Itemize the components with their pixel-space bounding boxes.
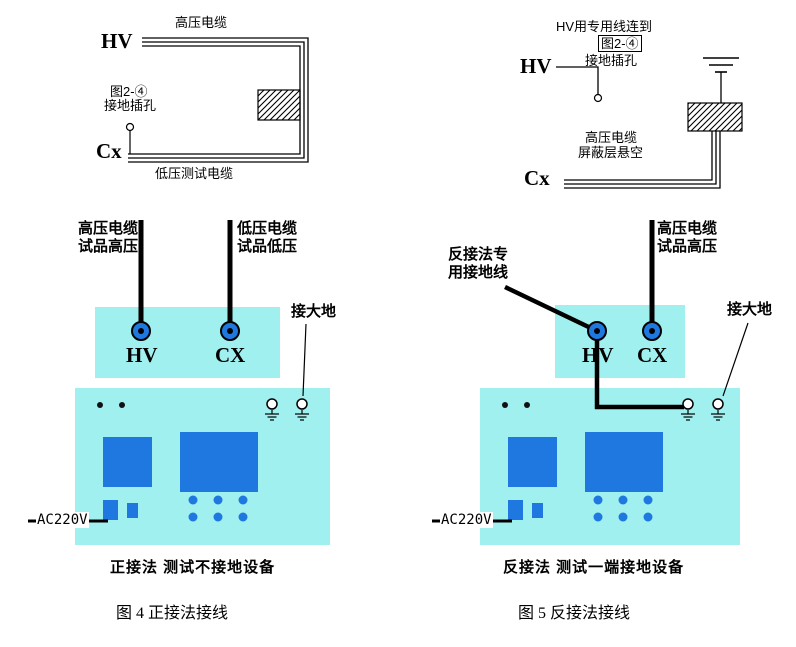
- fig5-specimen-hatched: [687, 102, 743, 132]
- fig5-terminal-cx-label: CX: [637, 343, 668, 367]
- fig5-keypad-buttons: [593, 495, 653, 522]
- fig5-ground-terminals: [681, 398, 725, 421]
- fig4-terminal-box: [95, 307, 280, 378]
- fig5-caption: 图 5 反接法接线: [518, 605, 631, 622]
- fig5-terminal-hv-label: HV: [582, 343, 614, 367]
- fig4-caption: 图 4 正接法接线: [116, 605, 229, 622]
- fig4-hv-cable-tag-l1: 高压电缆: [78, 220, 139, 237]
- fig4-terminal-hv: [131, 321, 151, 341]
- fig4-lv-cable-label: 低压测试电缆: [155, 166, 234, 181]
- fig4-terminal-cx: [220, 321, 240, 341]
- fig5-ground-leader: [722, 322, 749, 397]
- fig5-terminal-cx: [642, 321, 662, 341]
- fig5-terminal-hv: [587, 321, 607, 341]
- fig5-ground-wire-tag: 反接法专 用接地线: [448, 246, 508, 282]
- fig4-power-switches: [103, 500, 138, 520]
- fig4-specimen-hatched: [257, 89, 301, 121]
- fig4-terminal-hv-label: HV: [126, 343, 158, 367]
- fig5-cx-label: Cx: [524, 166, 550, 190]
- fig4-ground-jack-symbol: [125, 122, 135, 154]
- fig4-hv-cable-tag-l2: 试品高压: [78, 238, 139, 255]
- fig4-power-label: AC220V: [36, 512, 89, 528]
- fig5-power-switches: [508, 500, 543, 520]
- fig4-hv-label: HV: [101, 29, 133, 53]
- fig5-ground-wire-thick: [504, 284, 684, 410]
- fig5-hv-lead: [556, 66, 603, 103]
- fig5-hv-cable-tag-l1: 高压电缆: [657, 220, 718, 237]
- fig4-ground-terminals: [265, 398, 309, 421]
- fig4-lv-cable-tag: 低压电缆 试品低压: [237, 220, 297, 256]
- fig4-hv-cable-tag: 高压电缆 试品高压: [78, 220, 138, 256]
- fig5-ground-label: 接大地: [727, 301, 773, 318]
- fig5-ground-wire-tag-l1: 反接法专: [448, 246, 509, 263]
- fig4-terminal-cx-label: CX: [215, 343, 246, 367]
- fig5-display-small: [508, 437, 557, 487]
- fig5-note-line1: HV用专用线连到: [556, 19, 653, 34]
- fig4-method-label: 正接法 测试不接地设备: [110, 559, 276, 576]
- fig4-lv-cable-tag-l1: 低压电缆: [237, 220, 298, 237]
- fig5-earth-symbol: [703, 57, 739, 103]
- fig5-power-label: AC220V: [440, 512, 493, 528]
- fig4-lv-cable-tag-l2: 试品低压: [237, 238, 298, 255]
- fig5-method-label: 反接法 测试一端接地设备: [503, 559, 685, 576]
- fig5-hv-label: HV: [520, 54, 552, 78]
- fig5-cable-note1: 高压电缆: [585, 130, 638, 145]
- fig4-hv-cable-label: 高压电缆: [175, 15, 228, 30]
- fig4-panel-leds: [97, 402, 125, 408]
- fig4-ground-leader: [302, 323, 307, 397]
- fig4-keypad-buttons: [188, 495, 248, 522]
- fig4-jack-ref-label: 图2-④: [110, 84, 148, 99]
- fig5-panel-leds: [502, 402, 530, 408]
- fig4-display-large: [180, 432, 258, 492]
- fig5-hv-cable-tag: 高压电缆 试品高压: [657, 220, 717, 256]
- fig5-display-large: [585, 432, 663, 492]
- fig4-display-small: [103, 437, 152, 487]
- fig4-jack-name-label: 接地插孔: [104, 98, 157, 113]
- fig5-note-ref: 图2-④: [598, 35, 642, 52]
- fig4-ground-label: 接大地: [291, 303, 337, 320]
- fig5-terminal-box: [555, 305, 685, 378]
- fig5-ground-wire-tag-l2: 用接地线: [448, 264, 509, 281]
- fig5-cx-cable-lines: [564, 131, 721, 189]
- fig5-note-ref-box: 图2-④: [598, 35, 642, 52]
- fig4-cx-label: Cx: [96, 139, 122, 163]
- fig5-hv-cable-tag-l2: 试品高压: [657, 238, 718, 255]
- fig5-note-line2: 接地插孔: [585, 53, 638, 68]
- fig5-cable-note2: 屏蔽层悬空: [578, 145, 644, 160]
